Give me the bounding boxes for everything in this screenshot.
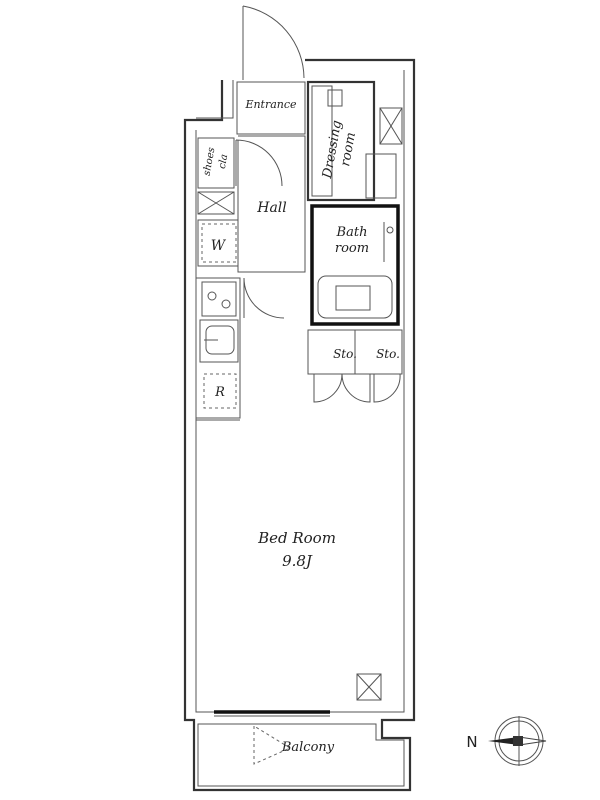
sink <box>199 319 239 363</box>
outer-walls <box>183 58 416 792</box>
dressing-room-area <box>306 80 397 202</box>
refrigerator-space <box>203 373 237 409</box>
balcony-label: Balcony <box>281 740 335 755</box>
storage-closets <box>307 329 403 403</box>
kitchen-counter <box>196 277 241 419</box>
shoe-closet-label-line1: shoes <box>202 147 218 177</box>
bath-room-area <box>310 204 400 326</box>
entrance-area <box>236 81 306 135</box>
entrance-label: Entrance <box>244 98 297 111</box>
duct-box-top <box>379 107 403 145</box>
washer-label: W <box>211 238 227 254</box>
bath-room-label-line1: Bath <box>336 225 368 240</box>
storage-left-label: Sto. <box>333 347 357 361</box>
hall-door <box>235 139 283 187</box>
bedroom-size-label: 9.8J <box>282 552 313 570</box>
refrigerator-label: R <box>214 385 225 400</box>
balcony-door <box>214 710 330 717</box>
kitchen-door <box>243 277 285 319</box>
balcony-area <box>197 723 405 787</box>
stove <box>201 281 237 317</box>
compass-north-label: N <box>466 733 477 751</box>
bedroom-label: Bed Room <box>257 529 336 547</box>
hall-label: Hall <box>256 200 287 216</box>
duct-box-shoes <box>197 191 235 215</box>
storage-right-label: Sto. <box>376 347 400 361</box>
bedroom-area <box>195 419 240 706</box>
shoe-closet-label-line2: cla <box>217 153 230 169</box>
entrance-door <box>242 5 305 80</box>
duct-box-bottom <box>356 673 382 701</box>
compass <box>488 716 547 766</box>
dressing-room-label-line2: room <box>338 131 359 167</box>
bath-room-label-line2: room <box>335 241 369 256</box>
shoe-closet <box>197 137 235 189</box>
washer-space <box>197 219 239 267</box>
